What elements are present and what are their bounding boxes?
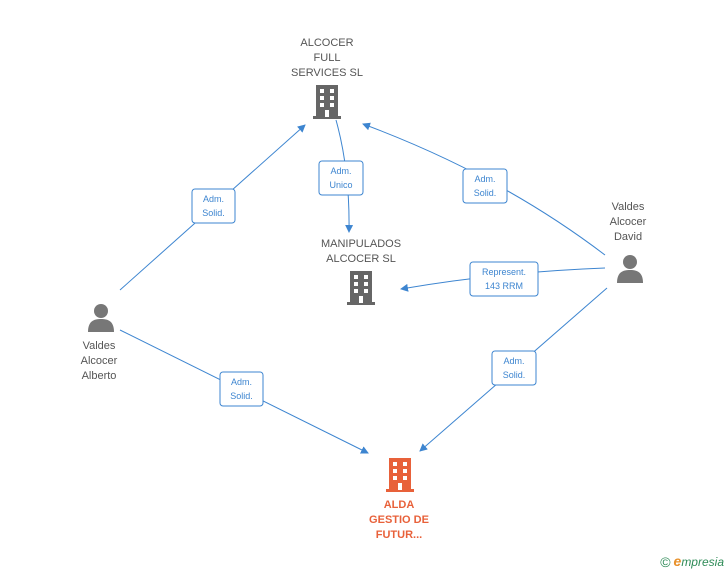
svg-text:Solid.: Solid. bbox=[202, 208, 225, 218]
edge-label-david-alda[interactable]: Adm. Solid. bbox=[491, 350, 537, 386]
brand-logo[interactable]: empresia bbox=[674, 553, 724, 571]
building-icon bbox=[313, 85, 341, 119]
person-icon bbox=[88, 304, 114, 332]
footer-brand: © empresia bbox=[660, 553, 724, 571]
svg-text:SERVICES SL: SERVICES SL bbox=[291, 67, 363, 79]
svg-text:Unico: Unico bbox=[329, 180, 352, 190]
brand-name: mpresia bbox=[681, 555, 724, 569]
svg-text:Valdes: Valdes bbox=[83, 340, 116, 352]
building-icon bbox=[347, 271, 375, 305]
svg-text:Represent.: Represent. bbox=[482, 267, 526, 277]
svg-text:FUTUR...: FUTUR... bbox=[376, 529, 422, 541]
edge-label-alberto-alda[interactable]: Adm. Solid. bbox=[219, 371, 264, 407]
svg-text:Adm.: Adm. bbox=[231, 377, 252, 387]
svg-text:Valdes: Valdes bbox=[612, 201, 645, 213]
node-valdes-alcocer-alberto[interactable]: Valdes Alcocer Alberto bbox=[81, 304, 118, 382]
person-icon bbox=[617, 255, 643, 283]
svg-text:Solid.: Solid. bbox=[503, 370, 526, 380]
svg-text:ALDA: ALDA bbox=[384, 499, 415, 511]
node-alcocer-full-services[interactable]: ALCOCER FULL SERVICES SL bbox=[291, 37, 363, 119]
svg-text:FULL: FULL bbox=[314, 52, 341, 64]
edge-label-alcocer-manipulados[interactable]: Adm. Unico bbox=[318, 160, 364, 196]
svg-text:143 RRM: 143 RRM bbox=[485, 281, 523, 291]
svg-text:Alberto: Alberto bbox=[82, 370, 117, 382]
svg-text:ALCOCER SL: ALCOCER SL bbox=[326, 253, 396, 265]
svg-text:Adm.: Adm. bbox=[503, 356, 524, 366]
node-valdes-alcocer-david[interactable]: Valdes Alcocer David bbox=[610, 201, 647, 283]
brand-initial: e bbox=[673, 553, 682, 569]
edge-label-david-alcocer[interactable]: Adm. Solid. bbox=[462, 168, 508, 204]
node-manipulados-alcocer[interactable]: MANIPULADOS ALCOCER SL bbox=[321, 238, 401, 305]
edge-label-david-manipulados[interactable]: Represent. 143 RRM bbox=[469, 261, 539, 297]
node-alda-gestio[interactable]: ALDA GESTIO DE FUTUR... bbox=[369, 458, 429, 541]
svg-text:ALCOCER: ALCOCER bbox=[300, 37, 353, 49]
svg-text:MANIPULADOS: MANIPULADOS bbox=[321, 238, 401, 250]
svg-text:Adm.: Adm. bbox=[330, 166, 351, 176]
svg-text:Solid.: Solid. bbox=[230, 391, 253, 401]
copyright-symbol: © bbox=[660, 554, 671, 570]
edge-label-alberto-alcocer[interactable]: Adm. Solid. bbox=[191, 188, 236, 224]
svg-text:Alcocer: Alcocer bbox=[610, 216, 647, 228]
svg-text:Alcocer: Alcocer bbox=[81, 355, 118, 367]
building-icon bbox=[386, 458, 414, 492]
svg-text:GESTIO DE: GESTIO DE bbox=[369, 514, 429, 526]
svg-text:Adm.: Adm. bbox=[474, 174, 495, 184]
svg-text:Solid.: Solid. bbox=[474, 188, 497, 198]
svg-text:David: David bbox=[614, 231, 642, 243]
svg-text:Adm.: Adm. bbox=[203, 194, 224, 204]
